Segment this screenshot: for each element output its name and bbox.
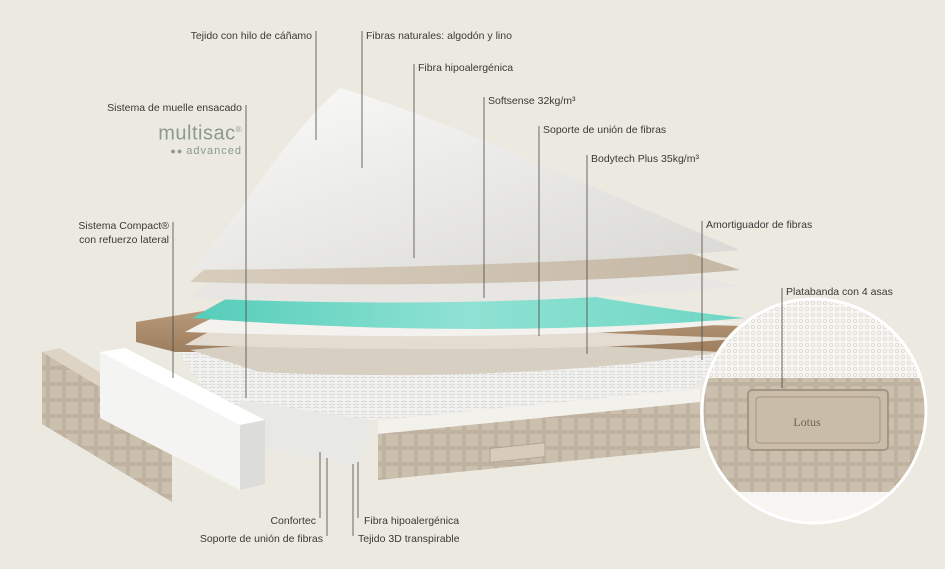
front-border-panel bbox=[378, 388, 700, 480]
label-muelle-ensacado: Sistema de muelle ensacado bbox=[107, 102, 242, 114]
tejido-canamo-layer bbox=[190, 88, 740, 270]
label-compact-line1: Sistema Compact® bbox=[78, 220, 169, 232]
label-amortiguador: Amortiguador de fibras bbox=[706, 219, 813, 231]
label-compact-line2: con refuerzo lateral bbox=[79, 234, 169, 246]
label-fibra-hipoalergenica-bottom: Fibra hipoalergénica bbox=[364, 515, 460, 527]
brand-name: multisac® bbox=[158, 122, 242, 145]
leader-lines bbox=[172, 31, 783, 536]
compact-side-block bbox=[100, 348, 265, 490]
label-confortec: Confortec bbox=[270, 515, 316, 527]
brand-logo: multisac® ●●advanced bbox=[150, 119, 242, 157]
label-soporte-union-top: Soporte de unión de fibras bbox=[543, 124, 667, 136]
fiber-pad-layer bbox=[190, 341, 720, 376]
label-tejido-3d: Tejido 3D transpirable bbox=[358, 533, 460, 545]
label-tejido-canamo: Tejido con hilo de cáñamo bbox=[190, 30, 312, 42]
label-bodytech: Bodytech Plus 35kg/m³ bbox=[591, 153, 699, 165]
handle-strap bbox=[747, 389, 889, 451]
brand-sub: ●●advanced bbox=[170, 144, 242, 157]
label-fibras-naturales: Fibras naturales: algodón y lino bbox=[366, 30, 512, 42]
label-platabanda: Platabanda con 4 asas bbox=[786, 286, 893, 298]
handle-label: Lotus bbox=[793, 415, 821, 429]
spring-core-front bbox=[235, 400, 370, 468]
label-fibra-hipoalergenica-top: Fibra hipoalergénica bbox=[418, 62, 514, 74]
label-softsense: Softsense 32kg/m³ bbox=[488, 95, 576, 107]
label-soporte-union-bottom: Soporte de unión de fibras bbox=[199, 533, 323, 545]
